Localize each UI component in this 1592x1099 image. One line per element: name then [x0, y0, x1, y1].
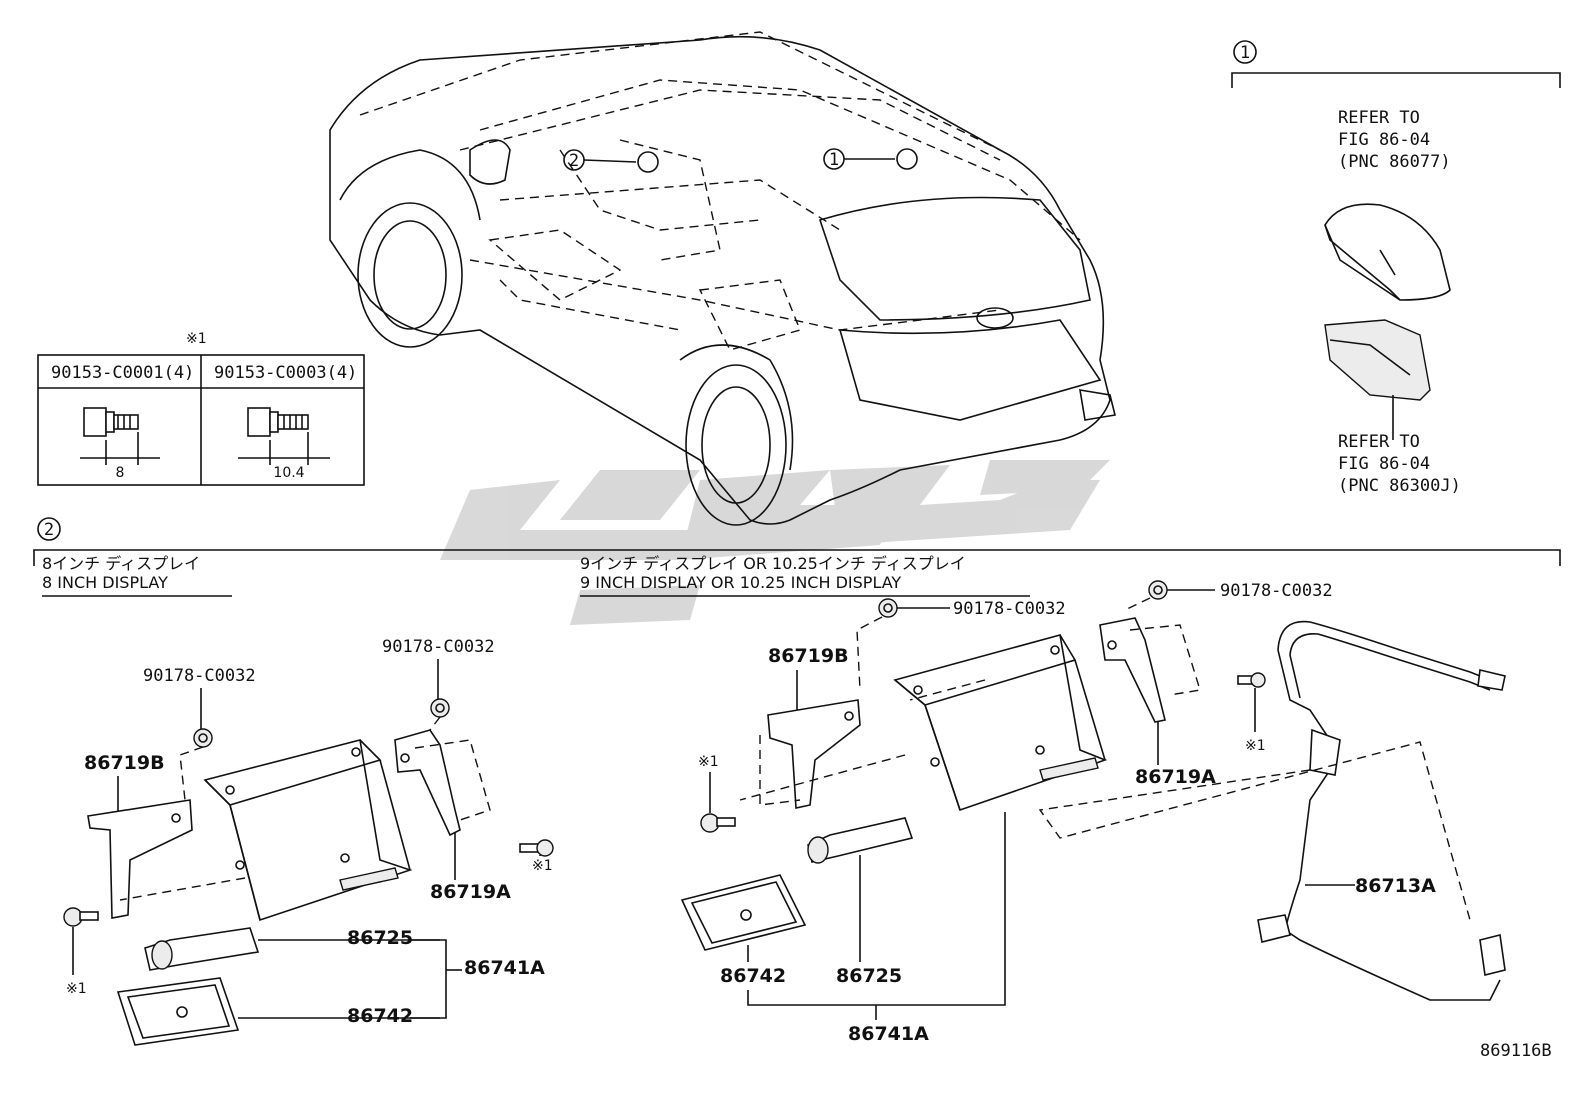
radio-receiver-cylinder-right: [807, 817, 914, 863]
bracket-a-left: [394, 729, 461, 837]
antenna-refer-86300j: REFER TO FIG 86-04 (PNC 86300J): [1338, 432, 1461, 496]
svg-text:REFER TO: REFER TO: [1338, 108, 1420, 128]
label-bracket-b-right: 86719B: [768, 645, 849, 667]
cable-clip: [1257, 914, 1291, 943]
figure-id: 869116B: [1480, 1041, 1552, 1061]
radio-receiver-cylinder-left: [144, 927, 260, 971]
bracket-b-right: [767, 699, 861, 809]
svg-text:2: 2: [569, 151, 579, 171]
callout-2-car: 2: [563, 149, 637, 171]
section-2-header: 2 8インチ ディスプレイ 8 INCH DISPLAY 9インチ ディスプレイ…: [33, 517, 1561, 597]
bolt-icon: [700, 813, 736, 833]
label-bracket-a-right: 86719A: [1135, 766, 1216, 788]
label-receiver-right: 86725: [836, 965, 902, 987]
flange-nut-icon: [1148, 580, 1168, 600]
left-assembly: 90178-C0032 90178-C0032 86719B 867: [63, 637, 554, 1046]
bolt-icon: [519, 839, 554, 857]
label-assembly-right: 86741A: [848, 1023, 929, 1045]
label-nut-left-1: 90178-C0032: [143, 666, 256, 686]
bolt-part-1: 90153-C0001(4): [51, 363, 194, 383]
svg-text:1: 1: [829, 150, 839, 170]
bolt-table: ※1 90153-C0001(4) 90153-C0003(4) 8: [37, 331, 365, 486]
label-plate-right: 86742: [720, 965, 786, 987]
label-plate-left: 86742: [347, 1005, 413, 1027]
antenna-base-module: [1324, 319, 1431, 440]
note-mark-left-1: ※1: [532, 858, 553, 874]
bolt-part-2: 90153-C0003(4): [214, 363, 357, 383]
bolt-dim-2: 10.4: [273, 465, 304, 481]
label-nut-right-2: 90178-C0032: [953, 599, 1066, 619]
table-note-mark: ※1: [186, 331, 207, 347]
note-mark-right-2: ※1: [698, 754, 719, 770]
plate-left: [116, 977, 240, 1046]
flange-bolt-icon: [80, 407, 160, 465]
right-assembly: 90178-C0032 90178-C0032 86719B 86719A: [680, 580, 1506, 1045]
watermark-logo: [440, 460, 1110, 625]
svg-text:(PNC 86300J): (PNC 86300J): [1338, 476, 1461, 496]
note-mark-left-2: ※1: [66, 981, 87, 997]
label-bracket-b-left: 86719B: [84, 752, 165, 774]
flange-nut-icon: [430, 698, 450, 718]
shark-fin-antenna: [1324, 203, 1451, 301]
bracket-b-left: [87, 799, 193, 919]
flange-nut-icon: [878, 598, 898, 618]
bolt-icon: [1237, 672, 1266, 688]
label-bracket-a-left: 86719A: [430, 881, 511, 903]
right-title-jp: 9インチ ディスプレイ OR 10.25インチ ディスプレイ: [580, 554, 966, 573]
svg-text:2: 2: [44, 520, 54, 540]
cable-connector-1: [1477, 669, 1506, 691]
label-nut-right-1: 90178-C0032: [1220, 581, 1333, 601]
svg-text:(PNC 86077): (PNC 86077): [1338, 152, 1451, 172]
svg-text:REFER TO: REFER TO: [1338, 432, 1420, 452]
label-receiver-left: 86725: [347, 927, 413, 949]
callout-1-car: 1: [823, 148, 895, 170]
bolt-dim-1: 8: [116, 465, 125, 481]
bolt-icon: [63, 907, 99, 927]
note-mark-right-1: ※1: [1245, 738, 1266, 754]
svg-text:FIG 86-04: FIG 86-04: [1338, 454, 1430, 474]
bracket-a-right: [1099, 617, 1166, 723]
left-title-jp: 8インチ ディスプレイ: [42, 554, 200, 573]
label-nut-left-2: 90178-C0032: [382, 637, 495, 657]
flange-nut-icon: [193, 728, 213, 748]
cable-connector-3: [1479, 934, 1506, 976]
svg-text:FIG 86-04: FIG 86-04: [1338, 130, 1430, 150]
label-cable: 86713A: [1355, 875, 1436, 897]
cable-connector-2: [1309, 728, 1341, 776]
svg-text:1: 1: [1240, 43, 1250, 63]
vehicle-outline: [329, 31, 1116, 526]
left-title-en: 8 INCH DISPLAY: [42, 573, 168, 592]
section-1-header: 1: [1231, 40, 1561, 88]
plate-right: [680, 874, 807, 951]
flange-bolt-icon: [238, 407, 330, 465]
right-title-en: 9 INCH DISPLAY OR 10.25 INCH DISPLAY: [580, 573, 901, 592]
label-assembly-left: 86741A: [464, 957, 545, 979]
antenna-refer-86077: REFER TO FIG 86-04 (PNC 86077): [1338, 108, 1451, 172]
